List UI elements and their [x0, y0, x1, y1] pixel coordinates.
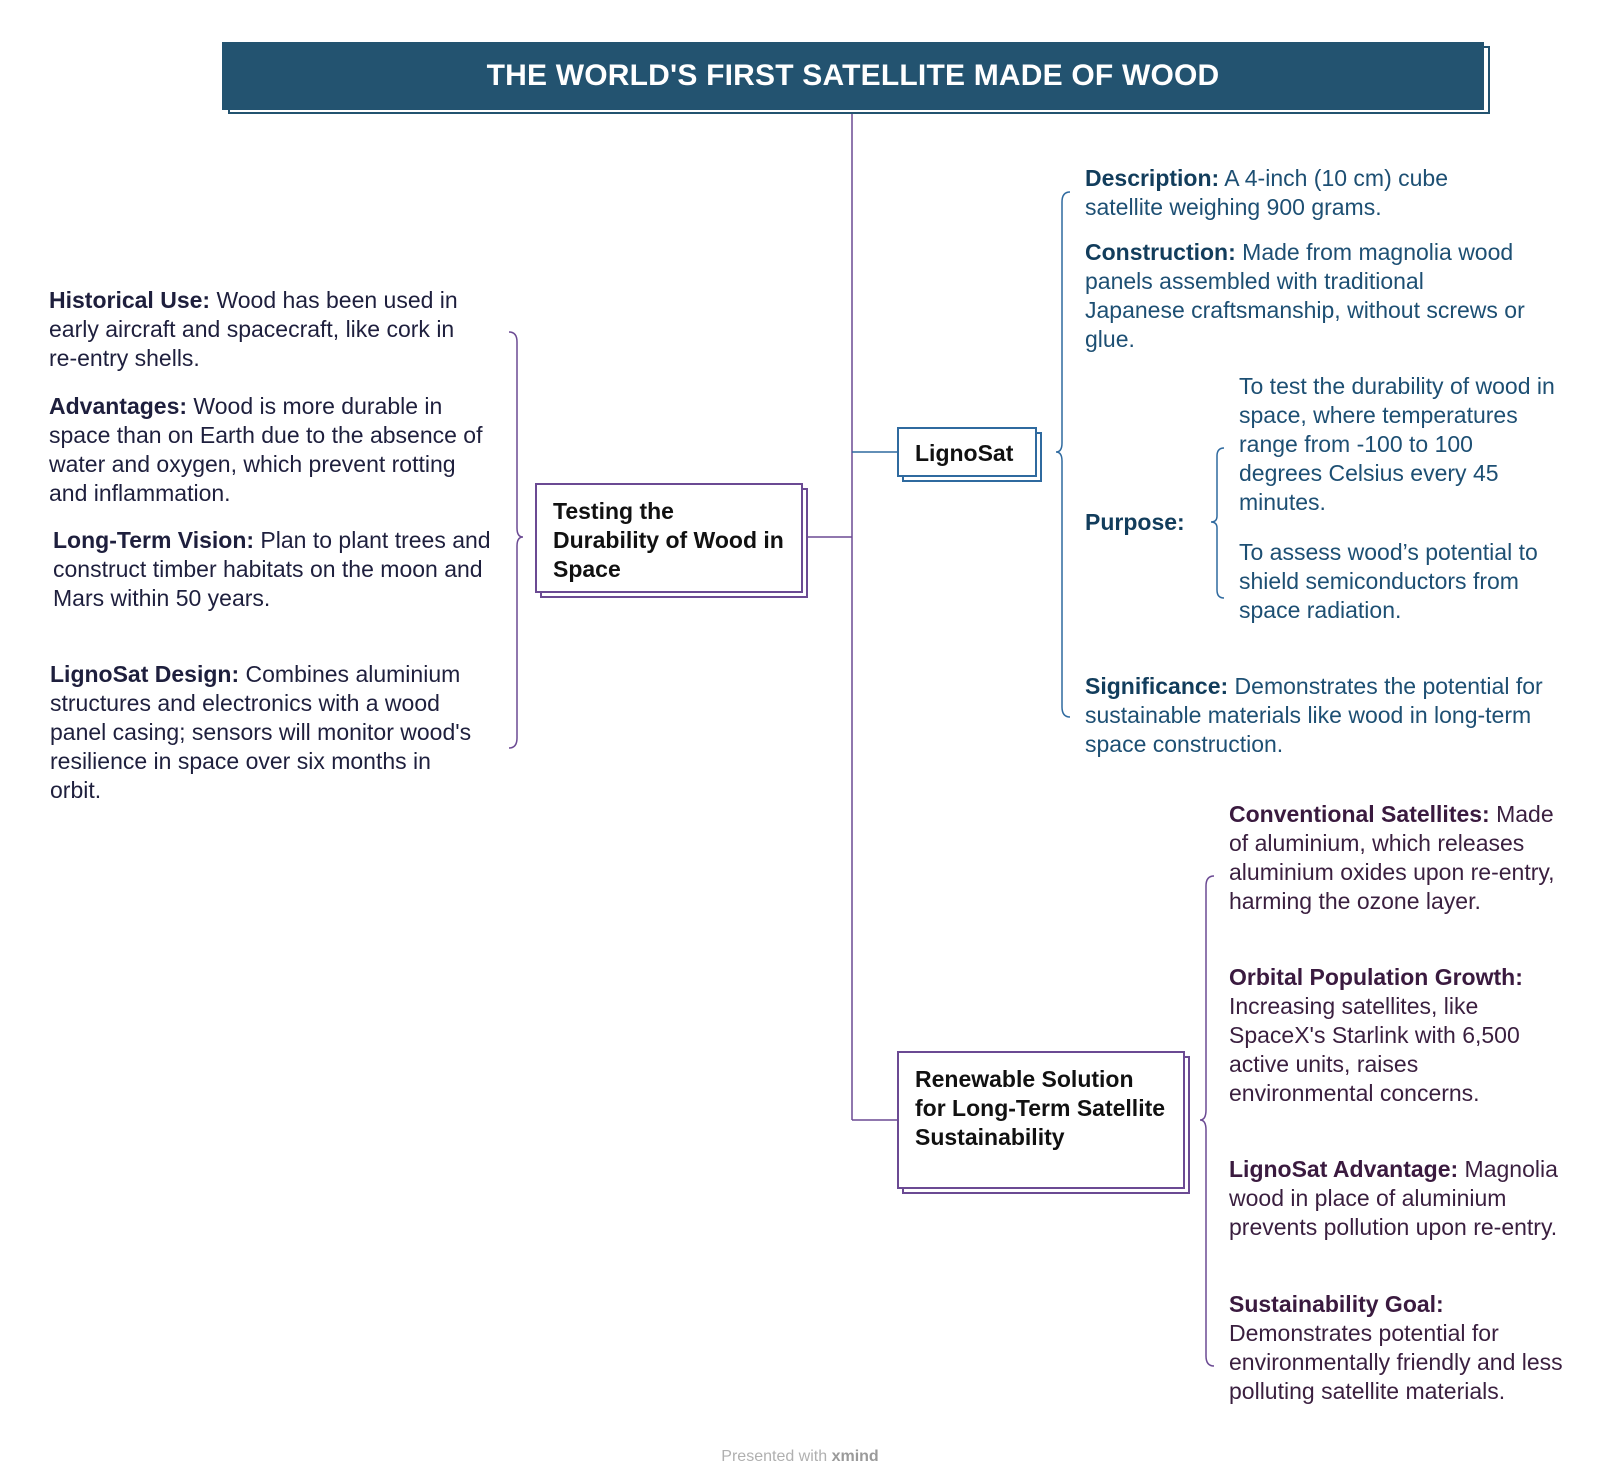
item-heading: LignoSat Design:	[50, 661, 240, 687]
item-text: To test the durability of wood in space,…	[1239, 373, 1555, 515]
purpose-item-shielding: To assess wood’s potential to shield sem…	[1239, 538, 1539, 625]
testing-topic-box[interactable]: Testing the Durability of Wood in Space	[535, 483, 803, 593]
title-bar: THE WORLD'S FIRST SATELLITE MADE OF WOOD	[222, 42, 1484, 110]
renewable-topic-label: Renewable Solution for Long-Term Satelli…	[915, 1066, 1166, 1150]
brace-lignosat	[1055, 191, 1071, 718]
footer-prefix: Presented with	[721, 1448, 832, 1465]
lignosat-purpose-heading: Purpose:	[1085, 508, 1185, 537]
item-text: Demonstrates the potential for sustainab…	[1085, 673, 1543, 757]
renewable-item-goal: Sustainability Goal: Demonstrates potent…	[1229, 1290, 1569, 1406]
renewable-item-conventional: Conventional Satellites: Made of alumini…	[1229, 800, 1559, 916]
footer-brand: xmind	[831, 1448, 879, 1465]
item-heading: Construction:	[1085, 239, 1236, 265]
item-heading: Advantages:	[49, 393, 188, 419]
item-heading: Conventional Satellites:	[1229, 801, 1490, 827]
testing-item-advantages: Advantages: Wood is more durable in spac…	[49, 392, 487, 508]
purpose-item-durability: To test the durability of wood in space,…	[1239, 372, 1559, 517]
item-text: Demonstrates potential for environmental…	[1229, 1320, 1563, 1404]
item-heading: Historical Use:	[49, 287, 211, 313]
lignosat-construction: Construction: Made from magnolia wood pa…	[1085, 238, 1525, 354]
item-heading: Significance:	[1085, 673, 1229, 699]
item-text: Wood has been used in early aircraft and…	[49, 287, 458, 371]
item-heading: LignoSat Advantage:	[1229, 1156, 1459, 1182]
brace-purpose	[1210, 447, 1225, 599]
lignosat-significance: Significance: Demonstrates the potential…	[1085, 672, 1565, 759]
lignosat-topic-box[interactable]: LignoSat	[897, 427, 1037, 477]
renewable-item-advantage: LignoSat Advantage: Magnolia wood in pla…	[1229, 1155, 1559, 1242]
diagram-title: THE WORLD'S FIRST SATELLITE MADE OF WOOD	[486, 59, 1220, 92]
footer-credit: Presented with xmind	[0, 1448, 1600, 1466]
testing-item-design: LignoSat Design: Combines aluminium stru…	[50, 660, 482, 805]
item-heading: Purpose:	[1085, 509, 1185, 535]
item-text: Combines aluminium structures and electr…	[50, 661, 472, 803]
item-heading: Description:	[1085, 165, 1220, 191]
lignosat-description: Description: A 4-inch (10 cm) cube satel…	[1085, 164, 1525, 222]
item-text: Made from magnolia wood panels assembled…	[1085, 239, 1525, 352]
item-text: Wood is more durable in space than on Ea…	[49, 393, 483, 506]
brace-renewable	[1199, 875, 1215, 1367]
testing-item-vision: Long-Term Vision: Plan to plant trees an…	[53, 526, 491, 613]
testing-topic-label: Testing the Durability of Wood in Space	[553, 498, 784, 582]
item-heading: Sustainability Goal:	[1229, 1291, 1444, 1317]
item-text: A 4-inch (10 cm) cube satellite weighing…	[1085, 165, 1449, 220]
item-text: Plan to plant trees and construct timber…	[53, 527, 491, 611]
item-text: Made of aluminium, which releases alumin…	[1229, 801, 1555, 914]
item-text: Magnolia wood in place of aluminium prev…	[1229, 1156, 1558, 1240]
item-text: Increasing satellites, like SpaceX's Sta…	[1229, 993, 1520, 1106]
item-heading: Long-Term Vision:	[53, 527, 255, 553]
renewable-item-population: Orbital Population Growth: Increasing sa…	[1229, 963, 1559, 1108]
item-heading: Orbital Population Growth:	[1229, 964, 1523, 990]
item-text: To assess wood’s potential to shield sem…	[1239, 539, 1538, 623]
brace-testing	[508, 331, 524, 749]
renewable-topic-box[interactable]: Renewable Solution for Long-Term Satelli…	[897, 1051, 1185, 1189]
lignosat-topic-label: LignoSat	[915, 440, 1014, 466]
testing-item-historical: Historical Use: Wood has been used in ea…	[49, 286, 487, 373]
